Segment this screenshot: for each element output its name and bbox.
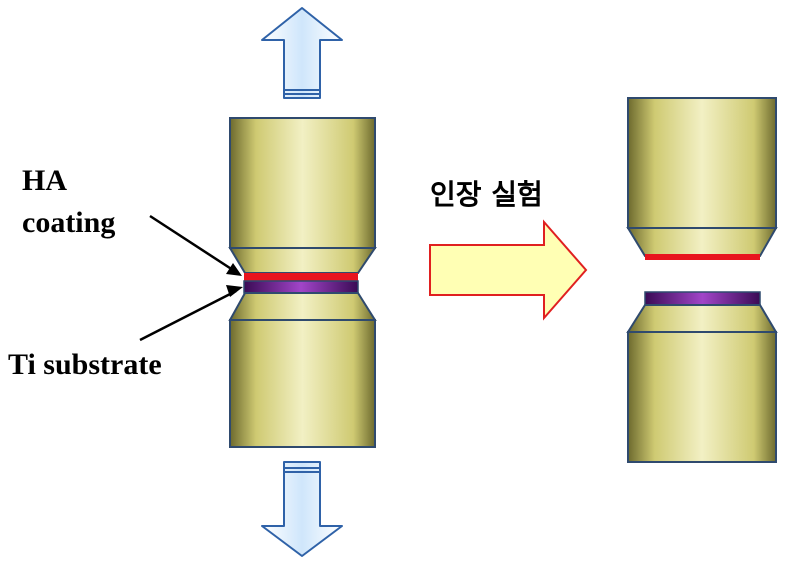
lower-taper — [228, 292, 377, 321]
lower-grip — [229, 319, 376, 448]
arrow-up-icon — [261, 7, 343, 99]
arrow-down-icon — [261, 461, 343, 557]
ha-label-line2: coating — [22, 206, 115, 239]
upper-taper — [228, 247, 377, 274]
process-label: 인장 실험 — [430, 178, 543, 211]
ha-coating-remnant — [645, 254, 760, 260]
ha-label-line1: HA — [22, 164, 67, 197]
arrow-right-icon — [429, 219, 588, 321]
lower-taper-after — [626, 304, 778, 333]
upper-grip — [229, 117, 376, 249]
ti-leader-arrowhead — [226, 285, 243, 297]
pull-up-arrow — [261, 7, 343, 99]
ti-substrate-remnant — [644, 291, 761, 306]
upper-grip-after — [627, 97, 777, 229]
ti-substrate-layer — [243, 280, 359, 294]
specimen-after — [626, 97, 778, 463]
ha-leader-arrowhead — [226, 263, 242, 276]
ti-leader-line — [139, 289, 237, 342]
ti-substrate-label: Ti substrate — [8, 348, 162, 381]
ha-leader-line — [149, 214, 237, 274]
pull-down-arrow — [261, 461, 343, 557]
specimen-before — [228, 117, 377, 448]
labels: HA coating Ti substrate — [8, 164, 243, 381]
ha-coating-layer — [244, 273, 358, 281]
lower-grip-after — [627, 331, 777, 463]
upper-taper-after — [626, 227, 778, 257]
